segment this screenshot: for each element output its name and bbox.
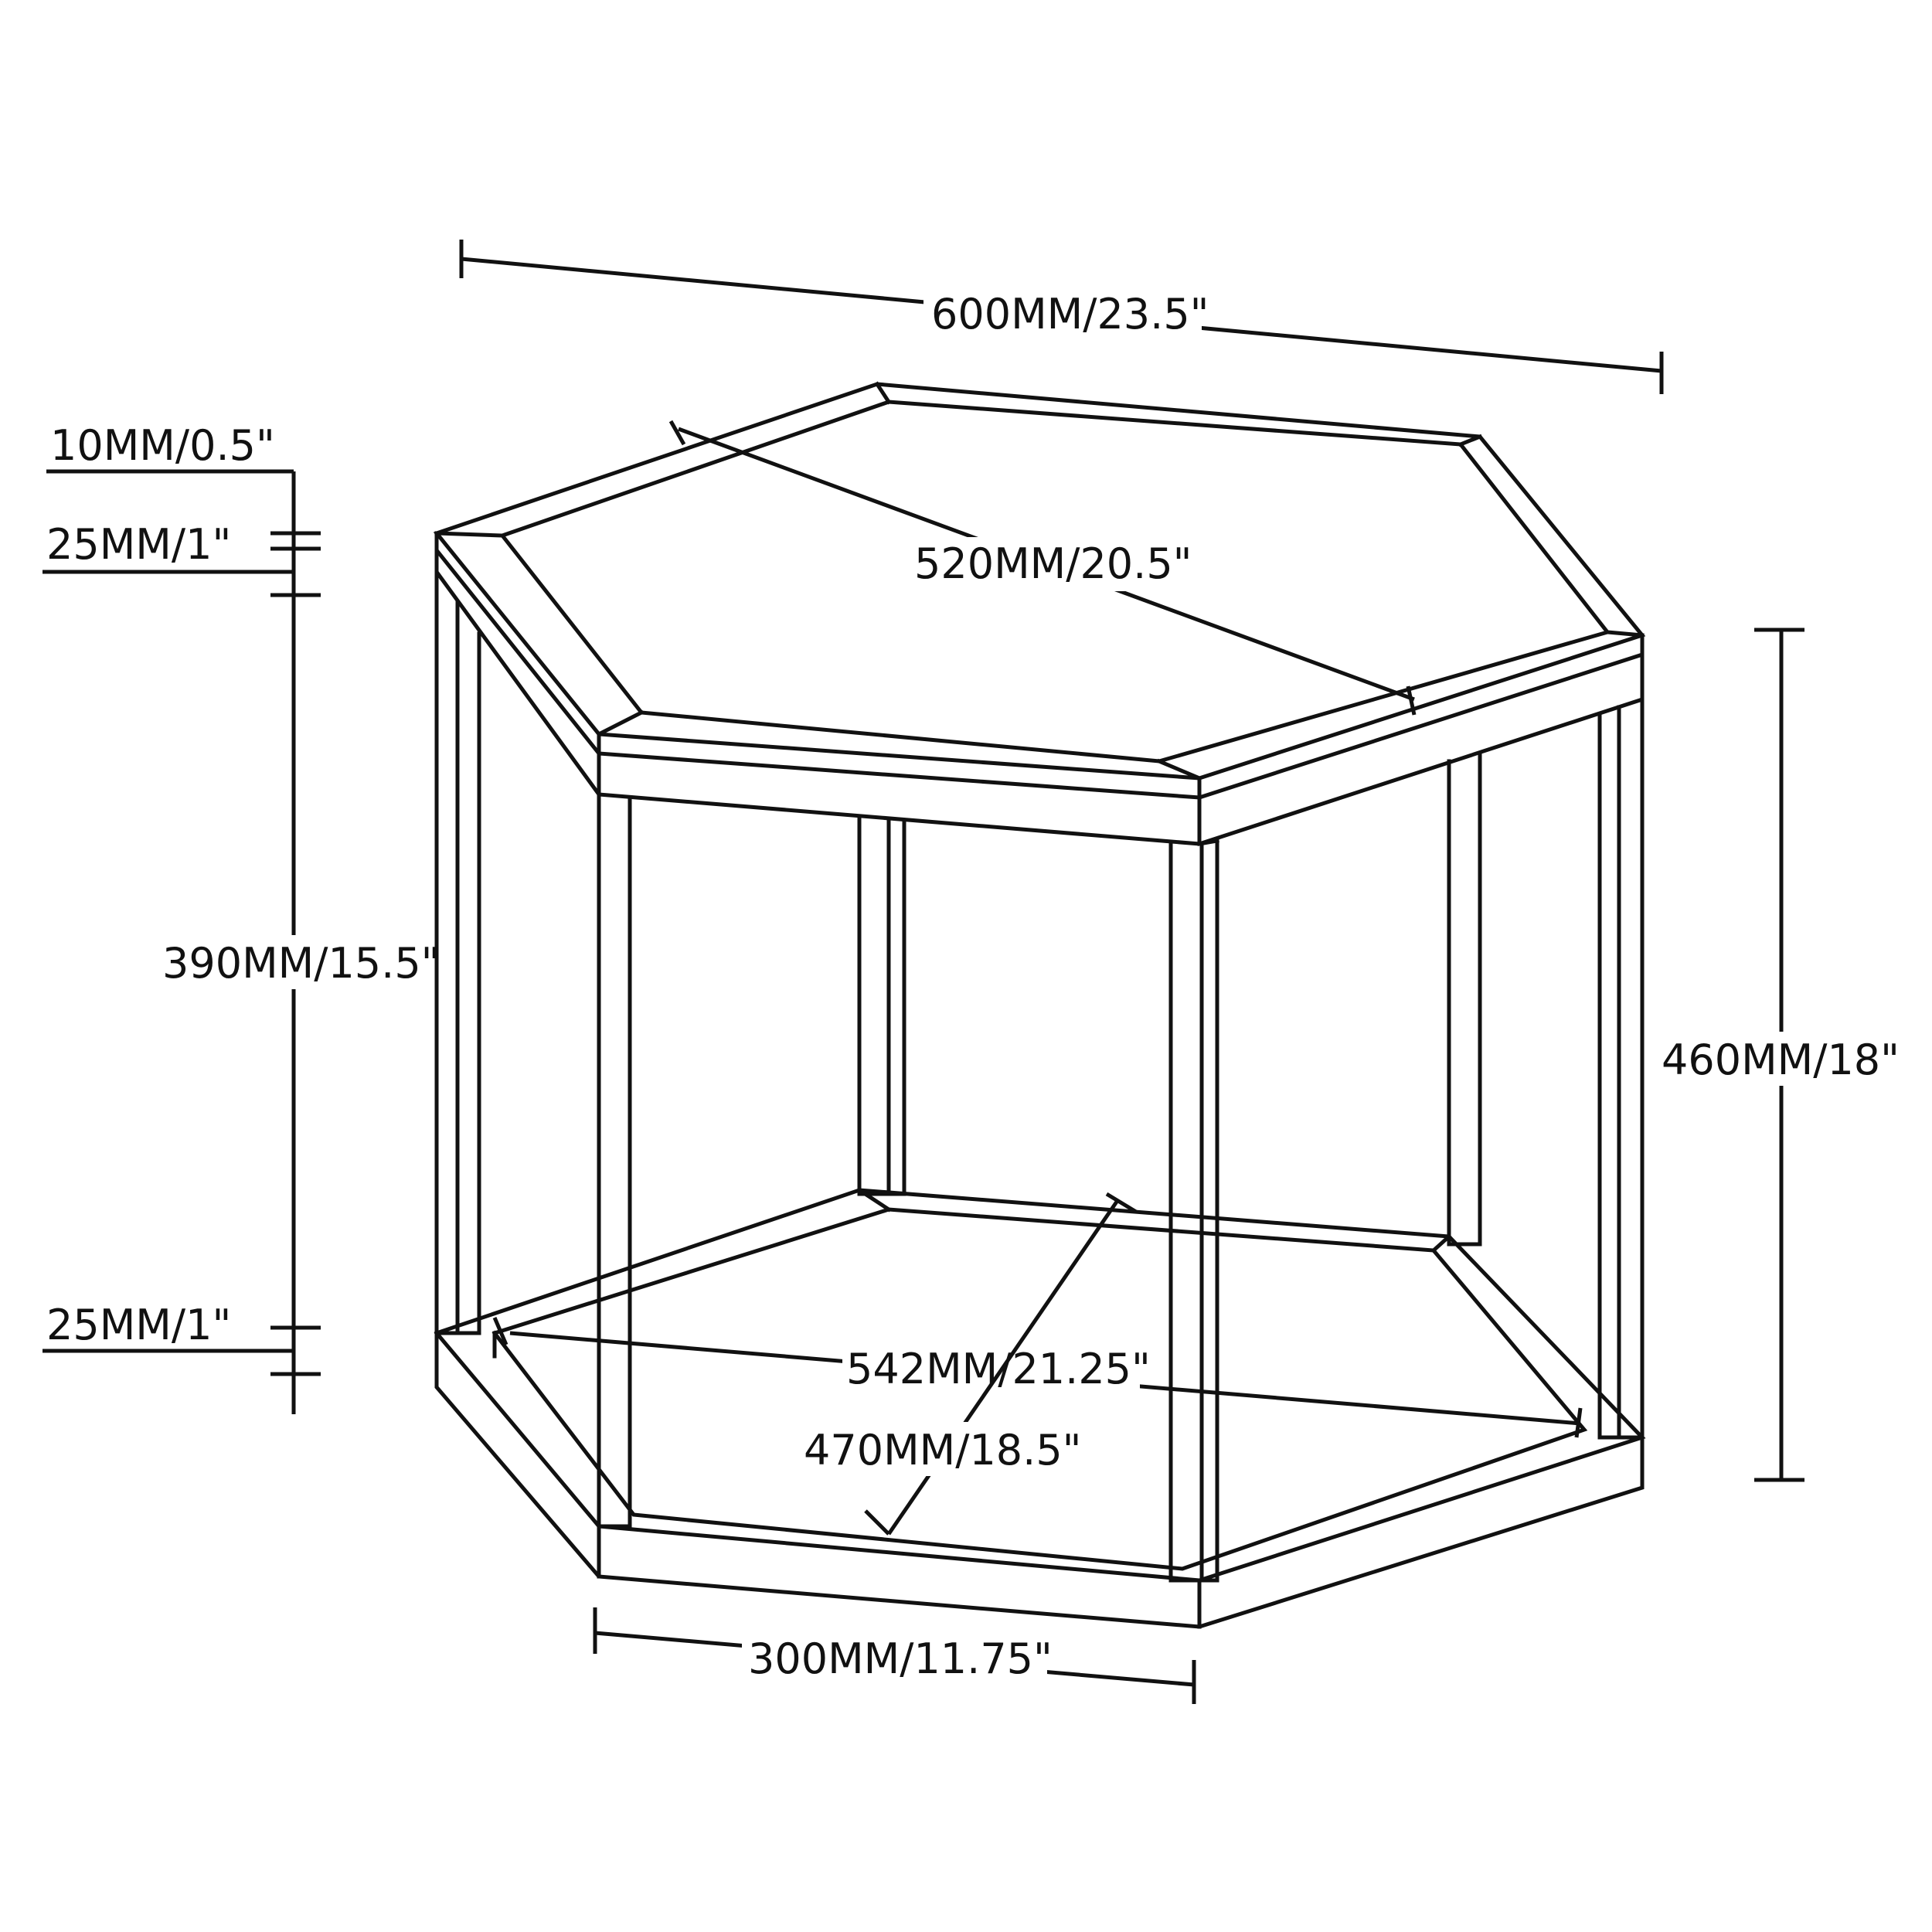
leg-back-right xyxy=(1447,751,1482,1247)
top-frame-apron xyxy=(434,548,1645,846)
top-bevel-corners xyxy=(434,381,1645,781)
dim-top-inner-width: 520MM/20.5" xyxy=(668,420,1417,716)
table-top xyxy=(433,381,1646,846)
dim-side-length-label: 300MM/11.75" xyxy=(748,1634,1053,1683)
bottom-frame xyxy=(434,1187,1646,1629)
dim-bottom-depth: 470MM/18.5" xyxy=(800,1192,1138,1536)
dim-side-length: 300MM/11.75" xyxy=(593,1607,1196,1704)
dim-bottom-diagonal-label: 542MM/21.25" xyxy=(846,1345,1151,1393)
dim-overall-width: 600MM/23.5" xyxy=(459,240,1664,394)
dim-top-frame-label: 25MM/1" xyxy=(46,520,231,569)
dim-bottom-diagonal: 542MM/21.25" xyxy=(492,1317,1583,1438)
dim-top-inner-width-label: 520MM/20.5" xyxy=(914,539,1192,588)
dim-bottom-depth-label: 470MM/18.5" xyxy=(804,1426,1082,1475)
leg-back-left xyxy=(857,817,906,1196)
dim-top-board-label: 10MM/0.5" xyxy=(50,421,275,470)
dim-leg-height-label: 390MM/15.5" xyxy=(162,939,440,988)
leg-front-left xyxy=(597,792,632,1529)
dim-total-height: 460MM/18" xyxy=(1658,628,1905,1482)
dim-bottom-frame-label: 25MM/1" xyxy=(46,1301,231,1349)
dim-overall-width-label: 600MM/23.5" xyxy=(931,290,1209,338)
bottom-outer-front xyxy=(434,1331,1645,1629)
top-board-front xyxy=(434,531,1645,800)
dim-left-vertical: 10MM/0.5" 25MM/1" 390MM/15.5" 25MM/1" xyxy=(43,421,440,1414)
dim-total-height-label: 460MM/18" xyxy=(1662,1036,1900,1084)
leg-front-middle xyxy=(1168,840,1204,1583)
